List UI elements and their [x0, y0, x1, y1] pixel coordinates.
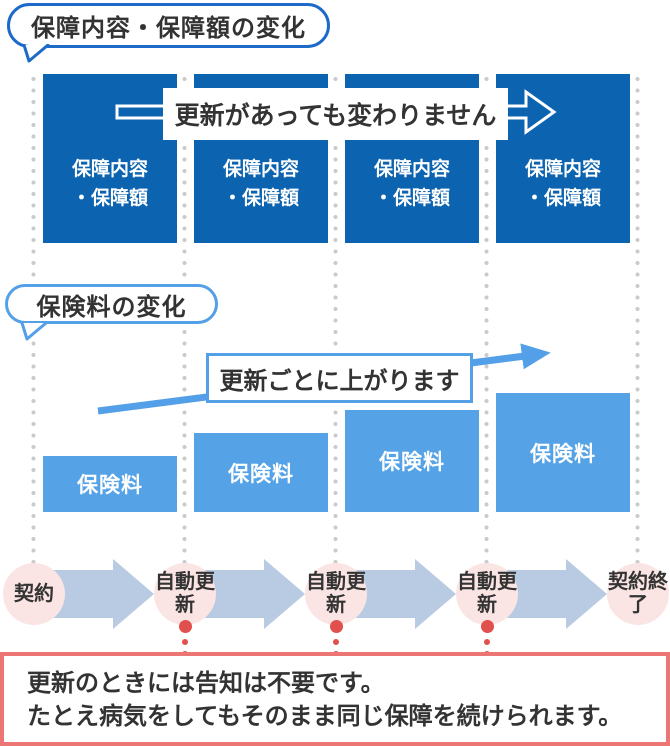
guide-dotted-line: [31, 76, 36, 622]
coverage-box-line2: ・保障額: [524, 187, 601, 209]
coverage-box: 保障内容 ・保障額: [43, 74, 177, 243]
renewal-note-box: 更新のときには告知は不要です。 たとえ病気をしてもそのまま同じ保障を続けられます…: [0, 652, 670, 746]
coverage-box-line1: 保障内容: [524, 159, 601, 180]
guide-dotted-line: [484, 76, 489, 622]
coverage-box-line2: ・保障額: [71, 187, 148, 209]
bubble-tail: [22, 44, 50, 63]
bubble-tail: [20, 322, 48, 341]
leader-dot: [480, 620, 494, 633]
leader-dot: [484, 639, 490, 645]
guide-dotted-line: [182, 76, 187, 622]
coverage-box-line1: 保障内容: [71, 159, 148, 180]
coverage-section-title: 保障内容・保障額の変化: [7, 3, 330, 48]
note-line1: 更新のときには告知は不要です。: [27, 670, 385, 697]
coverage-box-line2: ・保障額: [222, 187, 299, 209]
timeline-node-contract: 契約: [3, 563, 65, 625]
coverage-box: 保障内容 ・保障額: [496, 74, 630, 243]
leader-dot: [178, 620, 192, 633]
coverage-box-line2: ・保障額: [373, 187, 450, 209]
leader-dot: [333, 639, 339, 645]
premium-box: 保険料: [345, 410, 479, 512]
flow-arrow-icon: [34, 559, 154, 629]
no-change-banner: 更新があっても変わりません: [163, 88, 508, 140]
coverage-box-line1: 保障内容: [222, 159, 299, 180]
leader-dot: [329, 620, 343, 633]
note-line2: たとえ病気をしてもそのまま同じ保障を続けられます。: [27, 703, 623, 731]
timeline-node-auto-renewal: 自動更新: [305, 563, 367, 625]
timeline-node-contract-end: 契約終了: [607, 563, 669, 625]
timeline-node-auto-renewal: 自動更新: [154, 563, 216, 625]
timeline-node-auto-renewal: 自動更新: [456, 563, 518, 625]
premium-section-title: 保険料の変化: [5, 284, 218, 324]
guide-dotted-line: [635, 76, 640, 622]
premium-box: 保険料: [496, 393, 630, 512]
premium-box: 保険料: [194, 433, 328, 512]
premium-rise-banner: 更新ごとに上がります: [206, 353, 473, 403]
leader-dot: [182, 639, 188, 645]
premium-box: 保険料: [43, 456, 177, 512]
guide-dotted-line: [333, 76, 338, 622]
coverage-box-line1: 保障内容: [373, 159, 450, 180]
